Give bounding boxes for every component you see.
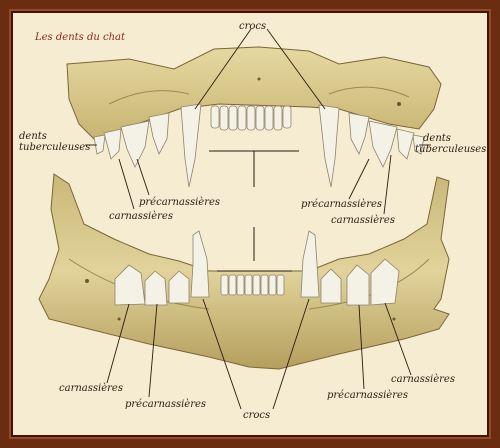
label-precarnassieres-lower-left: précarnassières: [125, 399, 207, 410]
label-dents-tuberculeuses-left-line2: tuberculeuses: [19, 142, 91, 153]
diagram-canvas: Les dents du chat crocs dents tuberculeu…: [9, 9, 491, 439]
label-dents-tuberculeuses-right-line2: tuberculeuses: [415, 144, 487, 155]
label-dents-tuberculeuses-right-line1: dents: [423, 133, 451, 144]
label-precarnassieres-upper-left: précarnassières: [139, 197, 221, 208]
leader-lines: [85, 28, 431, 410]
label-dents-tuberculeuses-left-line1: dents: [19, 131, 47, 142]
lower-teeth: [114, 230, 400, 306]
label-carnassieres-upper-right: carnassières: [331, 215, 395, 226]
label-precarnassieres-lower-right: précarnassières: [327, 390, 409, 401]
label-crocs-top: crocs: [239, 21, 267, 32]
label-carnassieres-lower-right: carnassières: [391, 374, 455, 385]
upper-teeth: [93, 103, 425, 188]
midline-marker: [209, 150, 299, 272]
cat-jaw-illustration: [38, 28, 450, 410]
label-crocs-bottom: crocs: [243, 410, 271, 421]
diagram-title: Les dents du chat: [35, 32, 125, 43]
label-carnassieres-lower-left: carnassières: [59, 383, 123, 394]
label-precarnassieres-upper-right: précarnassières: [301, 199, 383, 210]
label-carnassieres-upper-left: carnassières: [109, 211, 173, 222]
